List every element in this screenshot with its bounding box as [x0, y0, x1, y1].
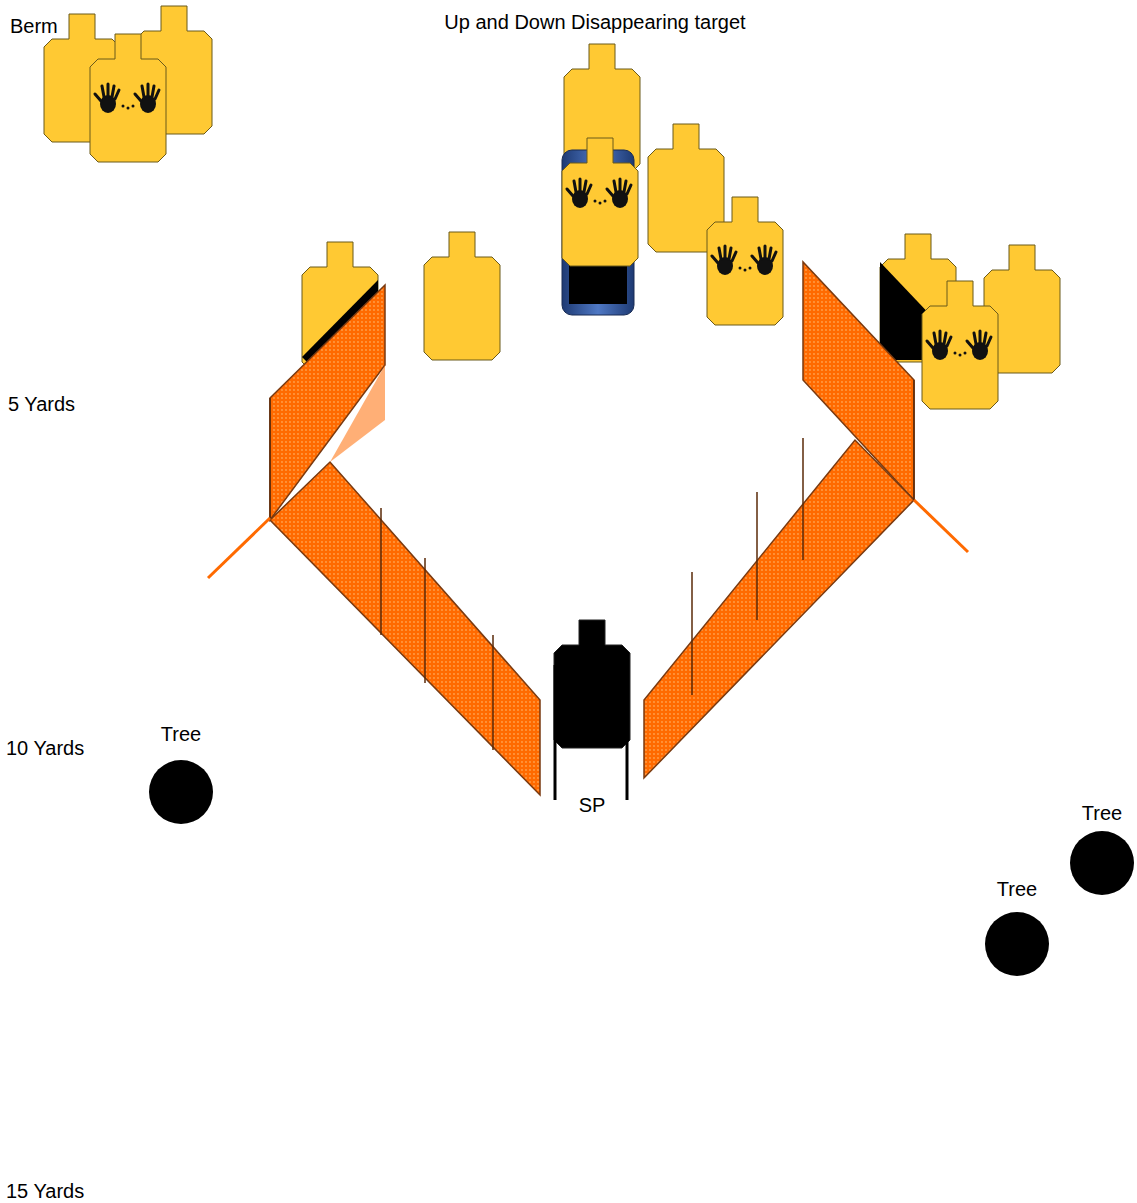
tree-circle: [1069, 830, 1135, 896]
target-caption: Up and Down Disappearing target: [444, 10, 745, 34]
tree-circle: [984, 911, 1050, 977]
tree-shape: [1070, 831, 1134, 895]
start-position-label: SP: [579, 793, 606, 817]
tree-shape: [985, 912, 1049, 976]
tree-label: Tree: [1069, 801, 1135, 825]
tree-node: Tree: [1069, 801, 1135, 896]
tree-node: Tree: [148, 722, 214, 825]
area-label: Berm: [10, 14, 58, 38]
tree-circle: [148, 759, 214, 825]
tree-shape: [149, 760, 213, 824]
tree-node: Tree: [984, 877, 1050, 977]
tree-label: Tree: [984, 877, 1050, 901]
tree-label: Tree: [148, 722, 214, 746]
distance-label: 10 Yards: [6, 736, 84, 760]
distance-label: 15 Yards: [6, 1179, 84, 1203]
distance-label: 5 Yards: [8, 392, 75, 416]
